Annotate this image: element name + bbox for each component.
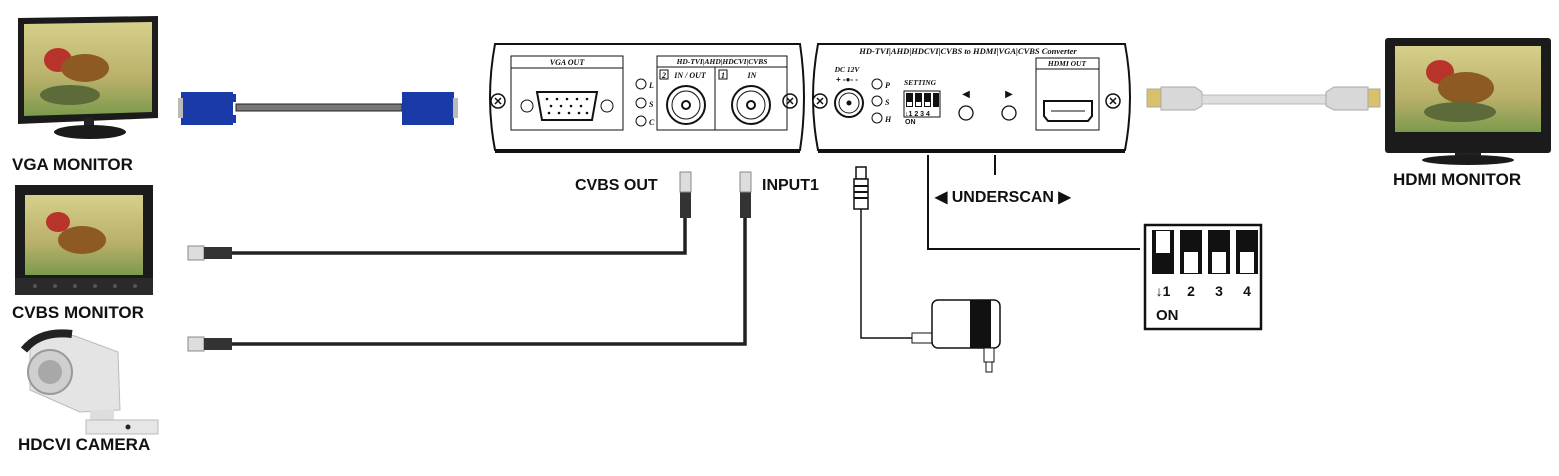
dip-on-label: ON xyxy=(1156,307,1179,324)
panel-dip-on: ON xyxy=(905,119,916,126)
panel-dip-numbers: ↓1 2 3 4 xyxy=(905,111,930,118)
power-adapter xyxy=(853,166,1001,373)
cvbs-monitor xyxy=(15,185,153,295)
bnc-cable-cvbs-out xyxy=(187,171,692,261)
dip-number-2: 2 xyxy=(1187,283,1195,299)
led-label-s: S xyxy=(649,100,654,109)
underscan-left-arrow-icon: ◀ xyxy=(962,89,970,100)
bnc-cable-input1 xyxy=(187,171,752,352)
led-label-c: C xyxy=(649,118,655,127)
dc-label: DC 12V xyxy=(834,65,861,74)
bnc-port-1 xyxy=(731,85,771,125)
dip-switch-detail: ↓1 2 3 4 ON xyxy=(1143,223,1263,331)
panel-dip-switch[interactable] xyxy=(903,90,941,118)
port2-label: IN / OUT xyxy=(673,71,707,80)
dip-switch-2[interactable] xyxy=(1180,230,1202,274)
hdmi-monitor xyxy=(1385,38,1551,165)
led-label-p: P xyxy=(885,81,890,90)
screw-icon: ✕ xyxy=(815,96,824,108)
dip-number-1: ↓1 xyxy=(1156,283,1171,299)
dip-number-3: 3 xyxy=(1215,283,1223,299)
bnc-group-label: HD-TVI|AHD|HDCVI|CVBS xyxy=(676,57,768,66)
port2-number: 2 xyxy=(661,71,666,80)
polarity-label: + -●- - xyxy=(836,75,858,84)
input1-callout: INPUT1 xyxy=(762,177,819,194)
cvbs-monitor-label: CVBS MONITOR xyxy=(12,303,144,322)
led-label-l: L xyxy=(648,81,654,90)
led-label-h: H xyxy=(884,115,892,124)
hdmi-monitor-label: HDMI MONITOR xyxy=(1393,170,1521,189)
dip-switch-1[interactable] xyxy=(1152,230,1174,274)
vga-port xyxy=(520,91,614,121)
converter-title: HD-TVI|AHD|HDCVI|CVBS to HDMI|VGA|CVBS C… xyxy=(858,46,1077,56)
dip-number-4: 4 xyxy=(1243,283,1251,299)
underscan-right-arrow-icon: ▶ xyxy=(1005,89,1013,100)
hdmi-cable xyxy=(1146,86,1381,111)
setting-label: SETTING xyxy=(904,78,937,87)
port1-label: IN xyxy=(747,71,758,80)
dip-callout-line xyxy=(927,155,1140,250)
underscan-right-button[interactable] xyxy=(1001,105,1017,121)
dip-switch-4[interactable] xyxy=(1236,230,1258,274)
cvbs-out-callout: CVBS OUT xyxy=(575,177,658,194)
bnc-port-2 xyxy=(666,85,706,125)
led-label-s: S xyxy=(885,98,890,107)
hdcvi-camera-label: HDCVI CAMERA xyxy=(18,435,150,454)
screw-icon: ✕ xyxy=(1108,96,1117,108)
dc-power-jack xyxy=(834,88,864,118)
hdcvi-camera xyxy=(20,329,159,435)
converter-left-panel: ✕ ✕ VGA OUT L S C HD-TVI|AHD|HDCVI|CVBS xyxy=(489,43,805,153)
underscan-callout: ◀ UNDERSCAN ▶ xyxy=(934,189,1071,206)
vga-monitor-label: VGA MONITOR xyxy=(12,155,133,174)
underscan-left-button[interactable] xyxy=(958,105,974,121)
vga-cable xyxy=(178,92,458,125)
screw-icon: ✕ xyxy=(493,96,502,108)
converter-right-panel: HD-TVI|AHD|HDCVI|CVBS to HDMI|VGA|CVBS C… xyxy=(812,43,1131,153)
vga-monitor xyxy=(18,16,158,139)
vga-out-label: VGA OUT xyxy=(550,58,586,67)
screw-icon: ✕ xyxy=(785,96,794,108)
port1-number: 1 xyxy=(721,71,725,80)
dip-switch-3[interactable] xyxy=(1208,230,1230,274)
hdmi-out-label: HDMI OUT xyxy=(1047,59,1087,68)
